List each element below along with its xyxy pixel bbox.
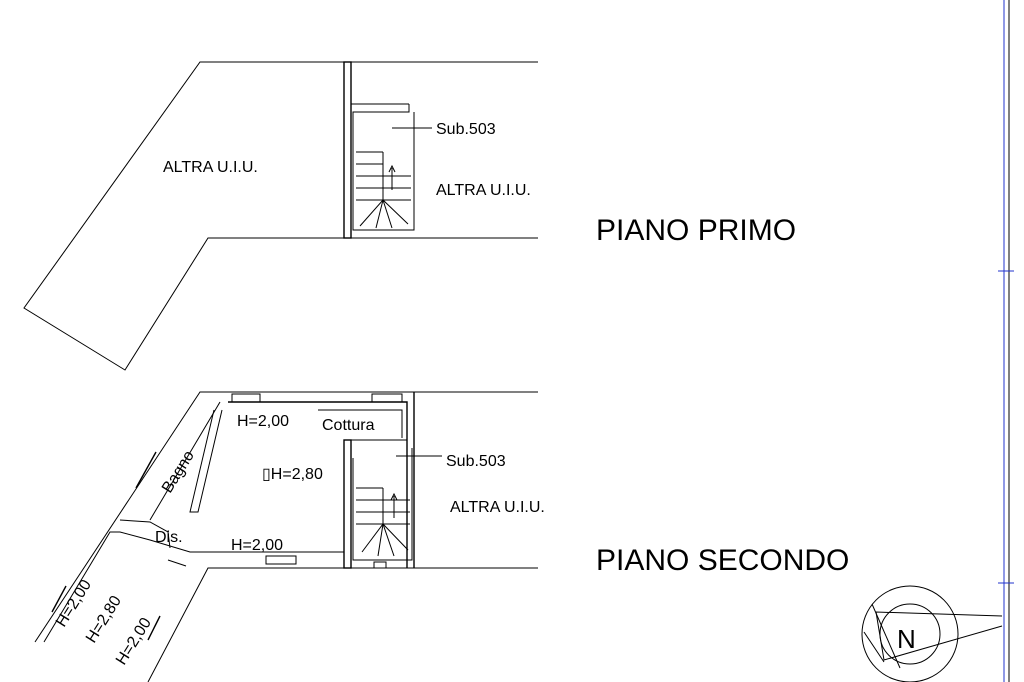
height-label-top: H=2,00 bbox=[237, 413, 289, 430]
height-label-sw-b: H=2,80 bbox=[83, 593, 125, 646]
window-icon bbox=[231, 393, 261, 403]
north-arrow-icon: N bbox=[861, 585, 1003, 682]
floor1-sub-label: Sub.503 bbox=[436, 121, 496, 138]
floor2-sub-label: Sub.503 bbox=[446, 453, 506, 470]
compass-north-label: N bbox=[897, 624, 916, 654]
floor1-title: PIANO PRIMO bbox=[596, 214, 796, 247]
window-icon bbox=[265, 555, 297, 565]
window-icon bbox=[371, 393, 403, 403]
second-floor-plan: Sub.503 ALTRA U.I.U. Cottura H=2,00 ▯H=2… bbox=[34, 391, 545, 682]
stair-icon bbox=[356, 151, 411, 229]
first-floor-plan: Sub.503 ALTRA U.I.U. ALTRA U.I.U. bbox=[23, 61, 538, 371]
floor2-other-unit: ALTRA U.I.U. bbox=[450, 499, 545, 516]
room-label-dis: Dis. bbox=[155, 529, 183, 546]
floor2-title: PIANO SECONDO bbox=[596, 544, 849, 577]
floor1-other-unit-right: ALTRA U.I.U. bbox=[436, 182, 531, 199]
sheet-frame bbox=[998, 0, 1014, 682]
height-label-center: ▯H=2,80 bbox=[262, 466, 323, 483]
height-label-sw-a: H=2,00 bbox=[53, 577, 95, 630]
stair-icon bbox=[356, 487, 410, 557]
room-label-bagno: Bagno bbox=[159, 448, 198, 496]
floor1-other-unit-left: ALTRA U.I.U. bbox=[163, 159, 258, 176]
height-label-bottom: H=2,00 bbox=[231, 537, 283, 554]
height-label-sw-c: H=2,00 bbox=[113, 615, 155, 668]
room-label-cottura: Cottura bbox=[322, 417, 375, 434]
